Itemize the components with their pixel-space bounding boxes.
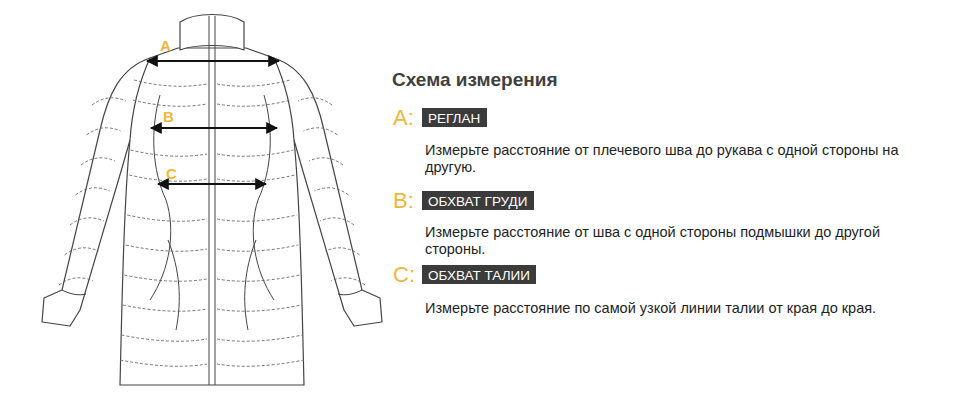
label-badge: ОБХВАТ ГРУДИ (422, 191, 534, 210)
measure-arrow (151, 127, 277, 129)
label-badge: РЕГЛАН (422, 108, 487, 127)
key-letter: C: (393, 262, 415, 288)
key-letter: B: (393, 188, 414, 214)
badge-text: ОБХВАТ ГРУДИ (428, 194, 527, 209)
description: Измерьте расстояние от плечевого шва до … (425, 142, 910, 176)
badge-text: РЕГЛАН (428, 111, 480, 126)
badge-text: ОБХВАТ ТАЛИИ (428, 268, 530, 283)
measure-arrow (147, 60, 279, 62)
callout-letter: B (163, 108, 174, 125)
key-letter: A: (393, 105, 414, 131)
diagram-title: Схема измерения (392, 69, 557, 91)
description: Измерьте расстояние по самой узкой линии… (425, 300, 910, 317)
callout-letter: A (160, 37, 171, 54)
callout-letter: C (166, 165, 177, 182)
jacket-body (120, 48, 304, 385)
measure-arrow (158, 183, 266, 185)
description: Измерьте расстояние от шва с одной сторо… (425, 224, 910, 258)
collar (180, 15, 244, 51)
label-badge: ОБХВАТ ТАЛИИ (422, 265, 536, 284)
